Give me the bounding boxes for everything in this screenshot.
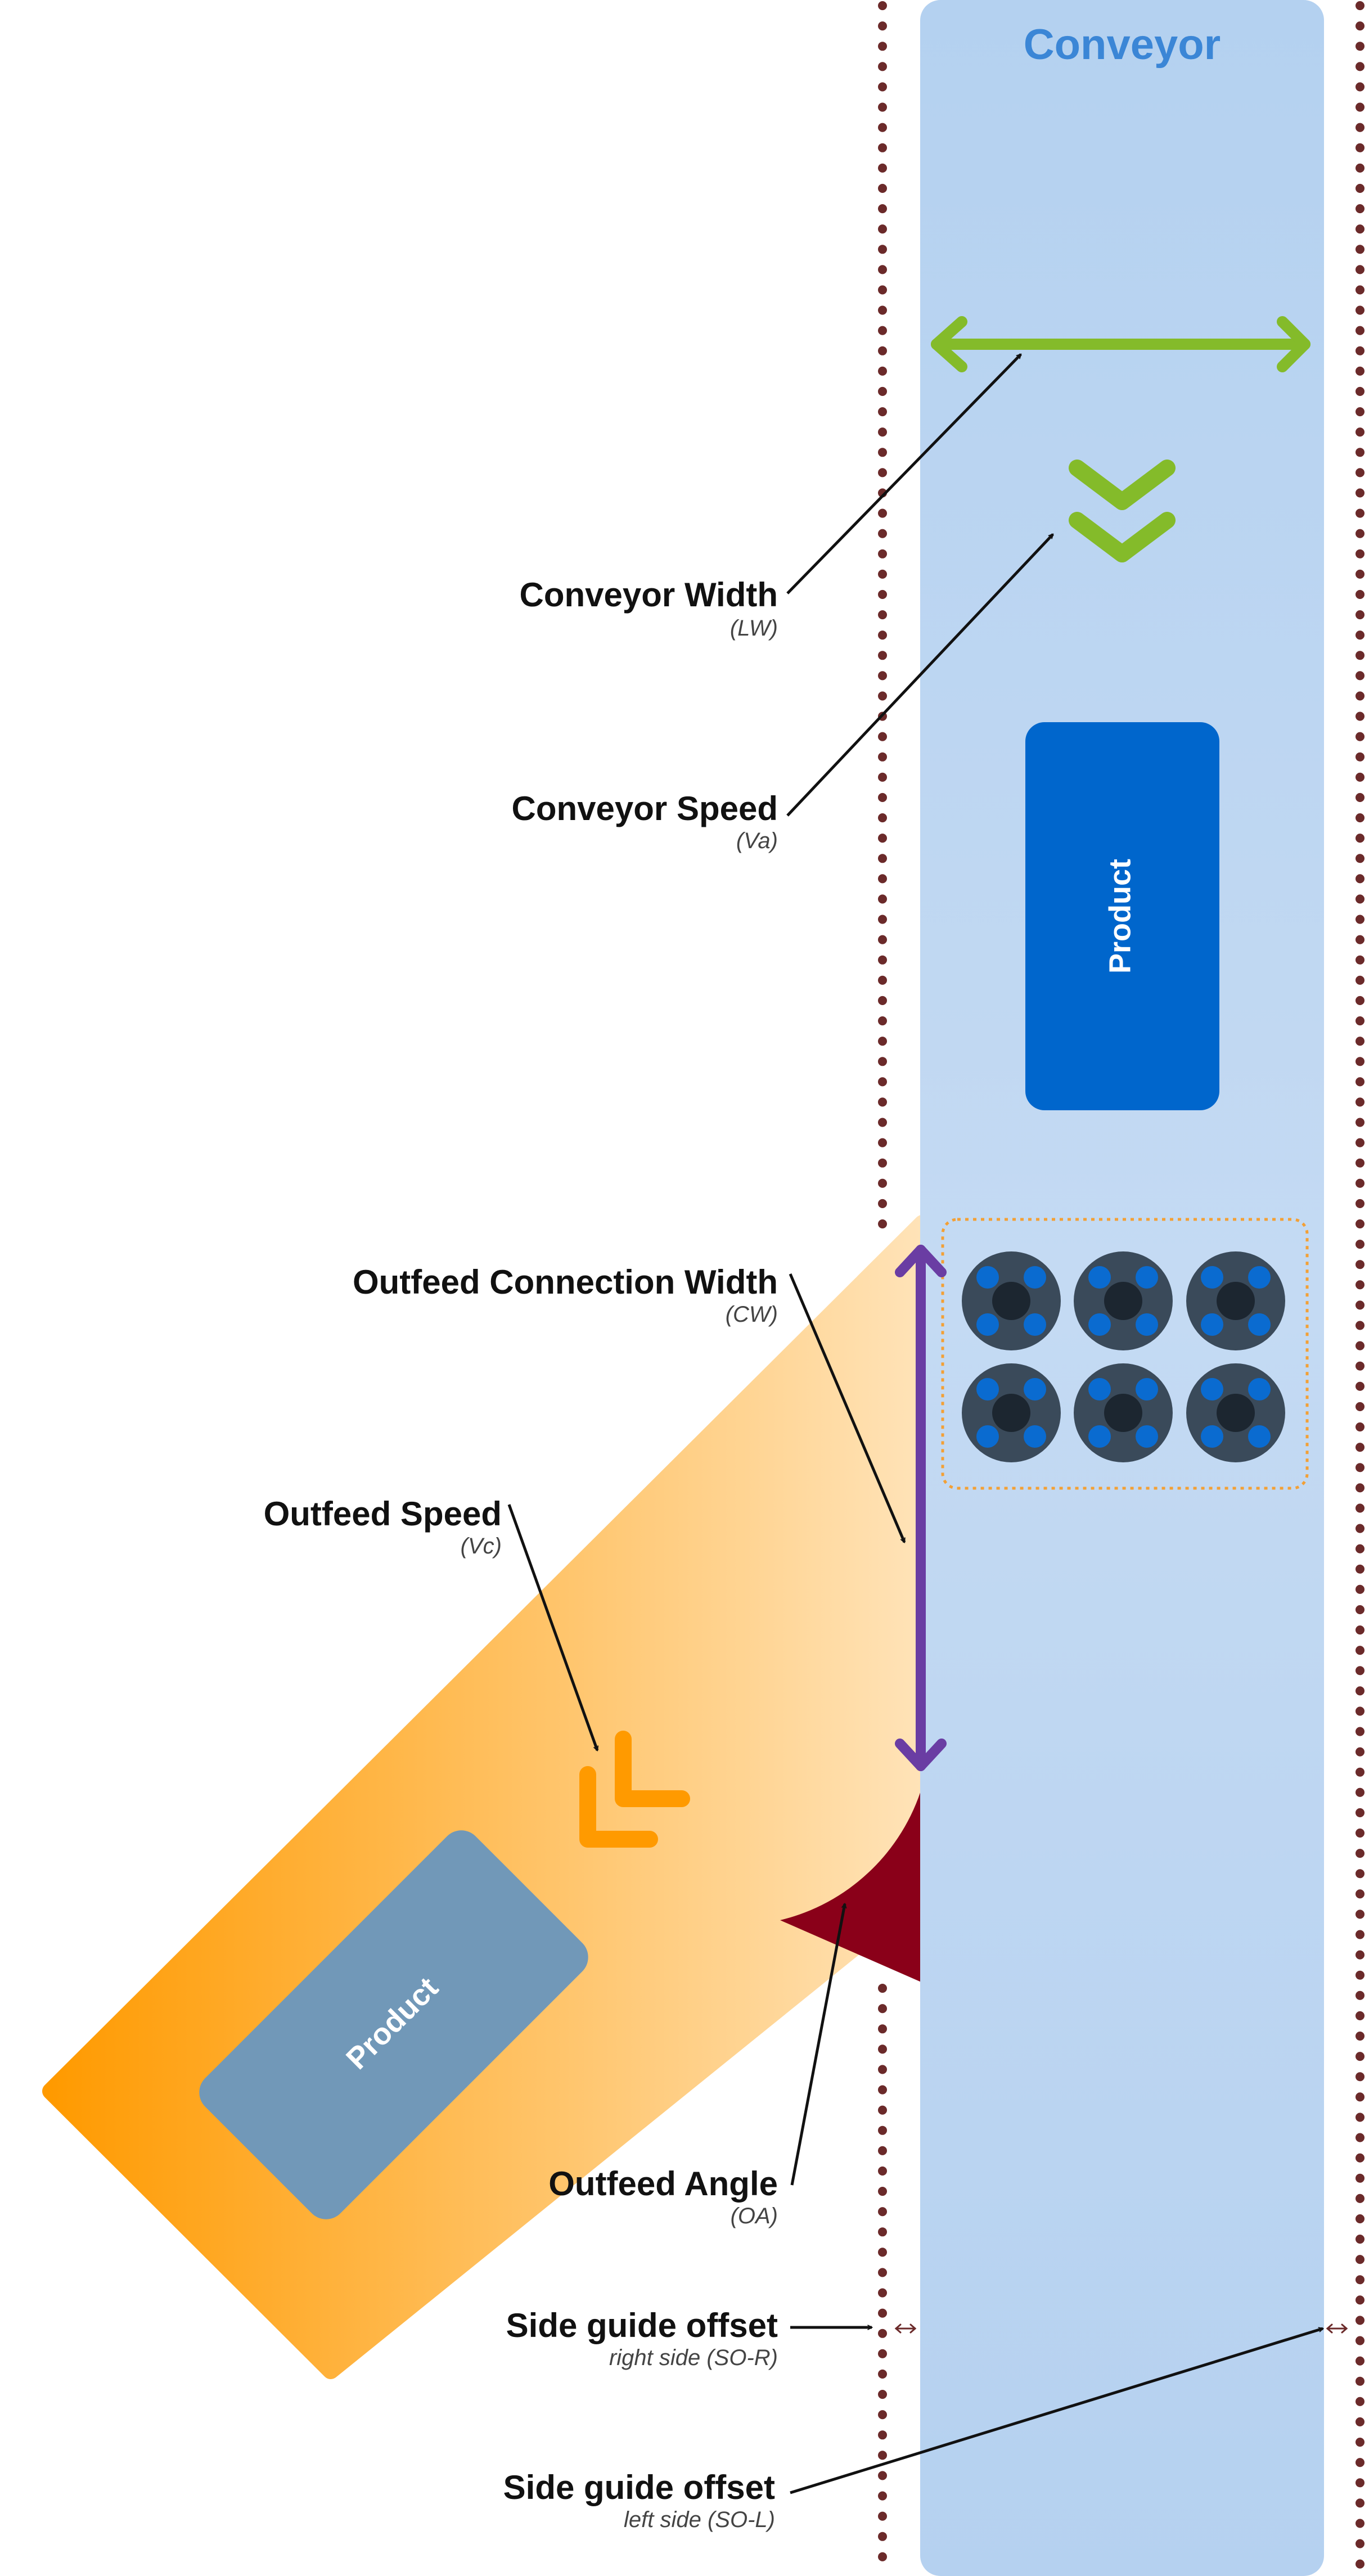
conveyor-width-arrow <box>931 316 1311 372</box>
leader-outfeed-connection-width <box>789 1273 906 1542</box>
conveyor-product-box <box>1025 722 1219 1110</box>
label-side-guide-left: Side guide offset <box>503 2469 775 2506</box>
roller <box>1186 1251 1285 1350</box>
leader-outfeed-speed <box>507 1504 599 1750</box>
conveyor-speed-chevrons <box>1069 460 1176 562</box>
label-outfeed-connection-width: Outfeed Connection Width <box>353 1263 778 1301</box>
label-conveyor-width-sub: (LW) <box>730 616 778 641</box>
label-outfeed-angle-sub: (OA) <box>731 2204 778 2228</box>
label-outfeed-angle: Outfeed Angle <box>548 2165 778 2203</box>
conveyor-product-label: Product <box>1103 859 1137 974</box>
leader-conveyor-speed <box>786 534 1053 817</box>
outfeed-conveyor <box>42 1215 931 2379</box>
conveyor-title: Conveyor <box>1024 21 1221 69</box>
outfeed-speed-chevrons <box>579 1731 690 1848</box>
label-outfeed-speed: Outfeed Speed <box>264 1495 502 1533</box>
outfeed-product: Product <box>199 1830 588 2219</box>
roller <box>1074 1251 1173 1350</box>
side-guide-offset-left-icon <box>1326 2323 1348 2334</box>
roller <box>1186 1363 1285 1462</box>
roller-unit <box>941 1218 1309 1490</box>
roller <box>962 1251 1061 1350</box>
label-conveyor-speed: Conveyor Speed <box>512 790 778 827</box>
roller <box>962 1363 1061 1462</box>
label-outfeed-speed-sub: (Vc) <box>461 1534 502 1559</box>
label-outfeed-connection-width-sub: (CW) <box>726 1302 778 1327</box>
outfeed-band <box>42 1215 931 2379</box>
leader-outfeed-angle <box>790 1904 845 2186</box>
conveyor-product: Product <box>1025 722 1219 1110</box>
roller-grid <box>962 1251 1285 1462</box>
leader-conveyor-width <box>786 354 1021 595</box>
label-conveyor-speed-sub: (Va) <box>736 828 778 853</box>
leader-side-guide-left <box>790 2329 1323 2494</box>
outfeed-angle-wedge <box>780 1786 922 1983</box>
outfeed-connection-width-arrow <box>895 1245 947 1771</box>
label-conveyor-width: Conveyor Width <box>520 576 778 614</box>
roller-unit-frame <box>941 1218 1309 1490</box>
side-guide-offset-right-icon <box>894 2323 917 2334</box>
label-side-guide-right-sub: right side (SO-R) <box>609 2345 778 2370</box>
label-side-guide-left-sub: left side (SO-L) <box>624 2507 775 2532</box>
outfeed-product-box <box>199 1830 588 2219</box>
label-side-guide-right: Side guide offset <box>506 2307 778 2344</box>
roller <box>1074 1363 1173 1462</box>
